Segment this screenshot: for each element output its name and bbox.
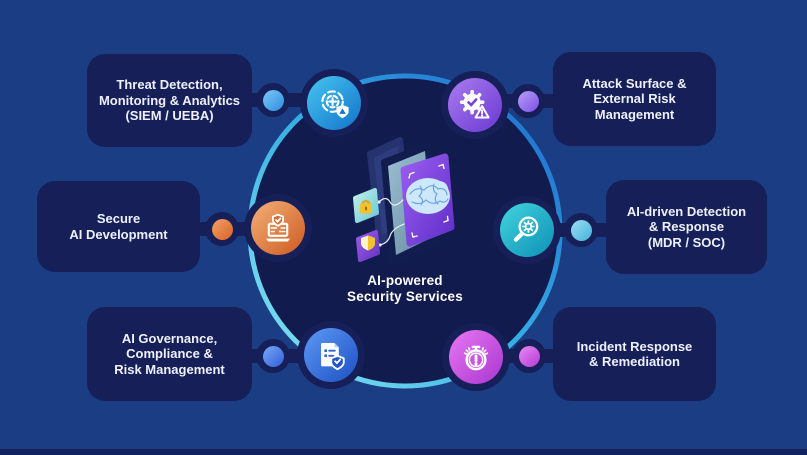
diagram-title-line2: Security Services	[347, 288, 463, 304]
card-line: Threat Detection,	[116, 77, 223, 93]
connector-dot-top-right	[511, 84, 545, 118]
card-attack-surface: Attack Surface & External Risk Managemen…	[553, 52, 716, 146]
attack-surface-badge	[441, 71, 509, 139]
card-line: & Remediation	[588, 354, 680, 369]
scan-brackets-icon	[408, 163, 449, 238]
secure-laptop-shield-icon	[251, 201, 305, 255]
document-shield-icon	[304, 328, 358, 382]
card-line: (MDR / SOC)	[647, 234, 726, 250]
secure-ai-development-badge	[244, 194, 312, 262]
incident-response-badge	[442, 323, 510, 391]
card-line: Secure	[96, 211, 141, 226]
shield-tile-icon	[356, 230, 380, 262]
card-line: AI Governance,	[121, 330, 218, 346]
card-line: (SIEM / UEBA)	[125, 108, 214, 124]
card-line: External Risk	[593, 91, 676, 107]
card-line: Incident Response	[576, 338, 693, 354]
card-secure-ai-development: Secure AI Development	[37, 181, 200, 272]
threat-detection-badge	[300, 69, 368, 137]
card-ai-governance: AI Governance, Compliance & Risk Managem…	[87, 307, 252, 401]
radar-shield-icon	[307, 76, 361, 130]
connector-dot-middle-right	[564, 213, 598, 247]
connector-dot-middle-left	[205, 212, 239, 246]
diagram-title: AI-powered Security Services	[305, 273, 505, 304]
ai-brain-icon	[406, 178, 450, 214]
connector-dot-bottom-right	[512, 339, 546, 373]
card-threat-detection: Threat Detection, Monitoring & Analytics…	[87, 54, 252, 147]
card-line: Attack Surface &	[582, 75, 687, 91]
magnifier-gear-icon	[500, 203, 554, 257]
card-line: & Response	[648, 219, 725, 235]
alarm-alert-icon	[449, 330, 503, 384]
padlock-tile-icon	[353, 188, 379, 223]
connector-dot-top-left	[256, 83, 290, 117]
card-line: AI Development	[69, 226, 168, 242]
mdr-soc-badge	[493, 196, 561, 264]
card-incident-response: Incident Response & Remediation	[553, 307, 716, 401]
phones-brain-security-illustration	[353, 137, 455, 265]
card-line: Management	[594, 106, 675, 122]
card-line: Compliance &	[126, 346, 213, 362]
diagram-title-line1: AI-powered	[367, 273, 443, 288]
card-mdr-soc: AI-driven Detection & Response (MDR / SO…	[606, 180, 767, 274]
ai-governance-badge	[297, 321, 365, 389]
card-line: Risk Management	[114, 361, 225, 377]
connector-dot-bottom-left	[256, 339, 290, 373]
card-line: Monitoring & Analytics	[98, 92, 241, 108]
card-line: AI-driven Detection	[626, 203, 747, 219]
gear-check-warning-icon	[448, 78, 502, 132]
bottom-edge-strip	[0, 449, 807, 455]
